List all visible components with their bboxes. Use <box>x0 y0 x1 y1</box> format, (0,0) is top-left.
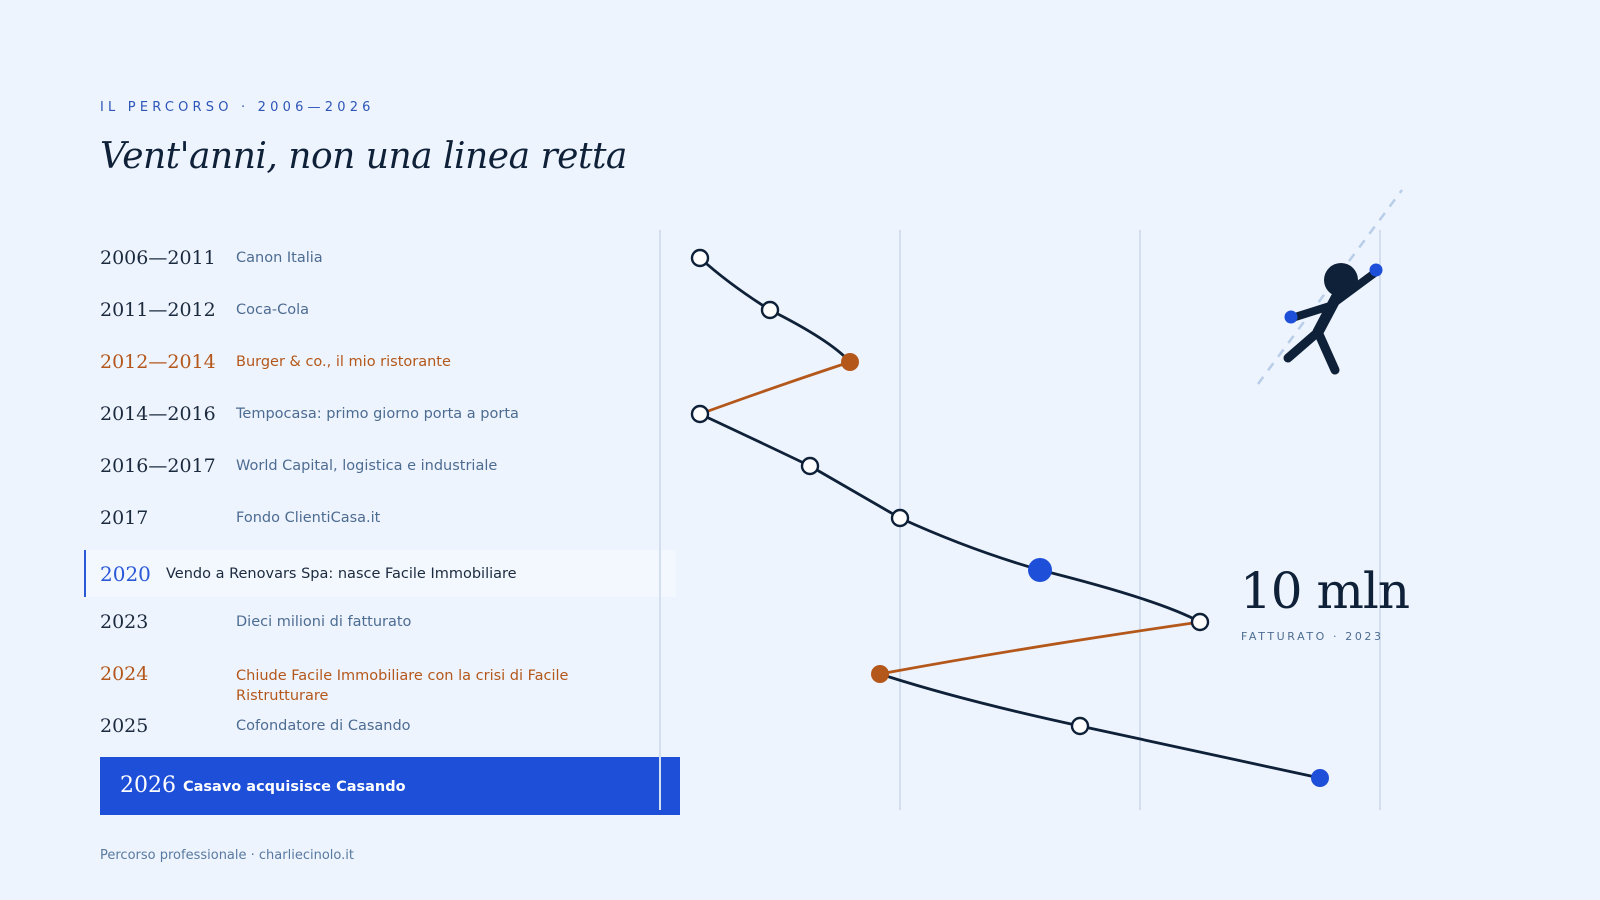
timeline-years: 2020 <box>100 562 151 586</box>
eyebrow-label: IL PERCORSO · 2006—2026 <box>100 100 375 115</box>
timeline-row-highlight: 2020 Vendo a Renovars Spa: nasce Facile … <box>84 550 676 597</box>
path-segment <box>1079 724 1321 780</box>
timeline-years: 2016—2017 <box>100 455 216 477</box>
timeline-node <box>890 508 910 528</box>
timeline-node <box>1190 612 1210 632</box>
timeline-label: Coca-Cola <box>236 302 309 318</box>
timeline-node-setback <box>841 353 859 371</box>
timeline-label: World Capital, logistica e industriale <box>236 458 498 474</box>
timeline-years: 2006—2011 <box>100 247 216 269</box>
path-segment <box>1039 568 1201 624</box>
path-segment-setback <box>879 620 1201 676</box>
timeline-node <box>690 404 710 424</box>
timeline-label: Tempocasa: primo giorno porta a porta <box>236 406 519 422</box>
timeline-label: Burger & co., il mio ristorante <box>236 354 451 370</box>
timeline-node <box>1070 716 1090 736</box>
stat-caption: FATTURATO · 2023 <box>1241 630 1384 643</box>
timeline-node <box>760 300 780 320</box>
path-segment <box>879 672 1081 728</box>
footer-text: Percorso professionale · charliecinolo.i… <box>100 848 354 863</box>
path-segment-setback <box>699 360 851 416</box>
timeline-years: 2014—2016 <box>100 403 216 425</box>
timeline-years: 2012—2014 <box>100 351 216 373</box>
timeline-node-final <box>1311 769 1329 787</box>
timeline-years: 2011—2012 <box>100 299 216 321</box>
page-title: Vent'anni, non una linea retta <box>100 136 627 177</box>
timeline-label: Vendo a Renovars Spa: nasce Facile Immob… <box>166 566 517 582</box>
path-segment <box>699 256 771 312</box>
path-segment <box>699 412 811 468</box>
timeline-node <box>690 248 710 268</box>
timeline-label: Fondo ClientiCasa.it <box>236 510 381 526</box>
timeline-node-milestone <box>1028 558 1052 582</box>
timeline-label: Canon Italia <box>236 250 323 266</box>
timeline-years: 2026 <box>120 773 176 798</box>
timeline-label: Dieci milioni di fatturato <box>236 614 412 630</box>
timeline-row-final: 2026 Casavo acquisisce Casando <box>100 757 680 815</box>
path-segment <box>769 308 852 363</box>
climber-figure-icon <box>1256 189 1404 385</box>
timeline-years: 2025 <box>100 715 149 737</box>
timeline-label: Cofondatore di Casando <box>236 718 411 734</box>
stat-value: 10 mln <box>1240 562 1410 620</box>
timeline-label: Chiude Facile Immobiliare con la crisi d… <box>236 668 569 704</box>
path-segment <box>899 516 1041 572</box>
timeline-years: 2017 <box>100 507 149 529</box>
timeline-years: 2024 <box>100 663 149 685</box>
timeline-years: 2023 <box>100 611 149 633</box>
path-segment <box>809 464 901 520</box>
timeline-label: Casavo acquisisce Casando <box>183 779 406 795</box>
timeline-node-setback <box>871 665 889 683</box>
timeline-node <box>800 456 820 476</box>
